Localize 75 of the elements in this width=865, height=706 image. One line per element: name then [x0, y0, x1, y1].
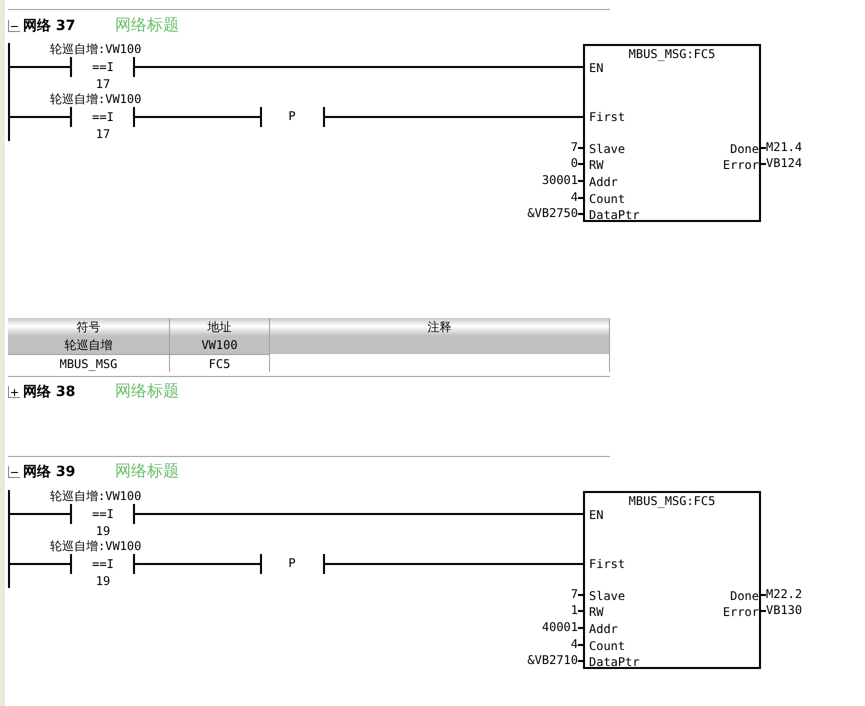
function-block	[583, 491, 761, 669]
table-cell: 轮巡自增	[8, 336, 170, 354]
wire	[335, 116, 583, 118]
contact-label: P	[288, 109, 296, 124]
pin-value: 4	[570, 190, 583, 205]
pin-label: RW	[589, 158, 604, 173]
pin-label: DataPtr	[589, 655, 640, 670]
compare-value: 17	[96, 127, 110, 142]
compare-operator: ==I	[92, 60, 114, 75]
edge-contact	[250, 552, 335, 576]
compare-value: 19	[96, 524, 110, 539]
pin-label: EN	[589, 508, 604, 523]
table-cell: FC5	[170, 354, 270, 372]
network-title: 网络标题	[115, 381, 179, 401]
pin-label: Slave	[589, 142, 626, 157]
pin-label: Error	[722, 158, 759, 173]
pin-label: DataPtr	[589, 208, 640, 223]
pin-value: 0	[570, 156, 583, 171]
wire	[10, 513, 48, 515]
edge-contact	[250, 105, 335, 129]
compare-value: 19	[96, 574, 110, 589]
wire	[10, 66, 48, 68]
pin-value: 40001	[542, 620, 583, 635]
block-title: MBUS_MSG:FC5	[628, 494, 716, 509]
wire	[158, 66, 583, 68]
pin-value: M22.2	[761, 587, 802, 602]
pin-label: RW	[589, 605, 604, 620]
pin-label: Done	[730, 142, 759, 157]
pin-label: Addr	[589, 175, 618, 190]
pin-value: 7	[570, 587, 583, 602]
pin-label: Error	[722, 605, 759, 620]
network-number: 网络 39	[23, 465, 76, 480]
contact-label: P	[288, 556, 296, 571]
pin-value: M21.4	[761, 140, 802, 155]
operand-label: 轮巡自增:VW100	[50, 489, 142, 504]
wire	[158, 116, 250, 118]
compare-operator: ==I	[92, 110, 114, 125]
network-number: 网络 38	[23, 385, 76, 400]
wire	[158, 513, 583, 515]
column-header: 地址	[170, 318, 270, 336]
network-title: 网络标题	[115, 15, 179, 35]
pin-value: VB124	[761, 156, 802, 171]
pin-label: Count	[589, 192, 626, 207]
table-cell: VW100	[170, 336, 270, 354]
operand-label: 轮巡自增:VW100	[50, 42, 142, 57]
pin-label: Addr	[589, 622, 618, 637]
compare-operator: ==I	[92, 507, 114, 522]
pin-label: Slave	[589, 589, 626, 604]
pin-label: EN	[589, 61, 604, 76]
table-cell: MBUS_MSG	[8, 354, 170, 372]
pin-value: &VB2710	[527, 653, 583, 668]
wire	[10, 116, 48, 118]
pin-label: Count	[589, 639, 626, 654]
compare-value: 17	[96, 77, 110, 92]
network-title: 网络标题	[115, 461, 179, 481]
wire	[158, 563, 250, 565]
block-title: MBUS_MSG:FC5	[628, 47, 716, 62]
wire	[335, 563, 583, 565]
pin-label: First	[589, 557, 626, 572]
compare-operator: ==I	[92, 557, 114, 572]
pin-value: &VB2750	[527, 206, 583, 221]
network-number: 网络 37	[23, 19, 76, 34]
column-header: 符号	[8, 318, 170, 336]
column-header: 注释	[270, 318, 610, 336]
operand-label: 轮巡自增:VW100	[50, 92, 142, 107]
pin-label: Done	[730, 589, 759, 604]
pin-value: VB130	[761, 603, 802, 618]
pin-value: 7	[570, 140, 583, 155]
operand-label: 轮巡自增:VW100	[50, 539, 142, 554]
pin-label: First	[589, 110, 626, 125]
pin-value: 30001	[542, 173, 583, 188]
pin-value: 4	[570, 637, 583, 652]
pin-value: 1	[570, 603, 583, 618]
function-block	[583, 44, 761, 222]
wire	[10, 563, 48, 565]
